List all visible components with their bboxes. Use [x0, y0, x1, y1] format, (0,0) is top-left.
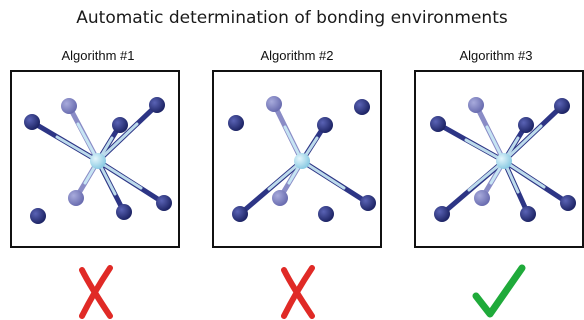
- center-atom: [90, 153, 106, 169]
- algorithm-1-label: Algorithm #1: [61, 48, 135, 63]
- algorithm-1-panel: [10, 70, 180, 248]
- ligand-atom: [560, 195, 576, 211]
- ligand-atom: [149, 97, 165, 113]
- molecule-structure-2: [228, 96, 376, 222]
- ligand-atom: [30, 208, 46, 224]
- cross-mark-icon: [281, 265, 315, 319]
- ligand-atom: [61, 98, 77, 114]
- ligand-atom: [554, 98, 570, 114]
- ligand-atom: [468, 97, 484, 113]
- molecule-structure-3: [430, 97, 576, 222]
- ligand-atom: [520, 206, 536, 222]
- algorithm-3-panel: [414, 70, 584, 248]
- center-atom: [496, 153, 512, 169]
- ligand-atom: [434, 206, 450, 222]
- ligand-atom: [518, 117, 534, 133]
- ligand-atom: [116, 204, 132, 220]
- ligand-atom: [266, 96, 282, 112]
- ligand-atom: [156, 195, 172, 211]
- center-atom: [294, 153, 310, 169]
- ligand-atom: [360, 195, 376, 211]
- ligand-atom: [272, 190, 288, 206]
- ligand-atom: [228, 115, 244, 131]
- ligand-atom: [232, 206, 248, 222]
- ligand-atom: [354, 99, 370, 115]
- ligand-atom: [474, 190, 490, 206]
- check-mark-icon: [472, 264, 526, 318]
- algorithm-2-panel: [212, 70, 382, 248]
- algorithm-3-label: Algorithm #3: [459, 48, 533, 63]
- ligand-atom: [318, 206, 334, 222]
- ligand-atom: [24, 114, 40, 130]
- molecule-structure-1: [24, 97, 172, 224]
- cross-mark-icon: [79, 265, 113, 319]
- algorithm-2-label: Algorithm #2: [260, 48, 334, 63]
- ligand-atom: [430, 116, 446, 132]
- ligand-atom: [68, 190, 84, 206]
- ligand-atom: [112, 117, 128, 133]
- ligand-atom: [317, 117, 333, 133]
- figure-title: Automatic determination of bonding envir…: [76, 8, 508, 28]
